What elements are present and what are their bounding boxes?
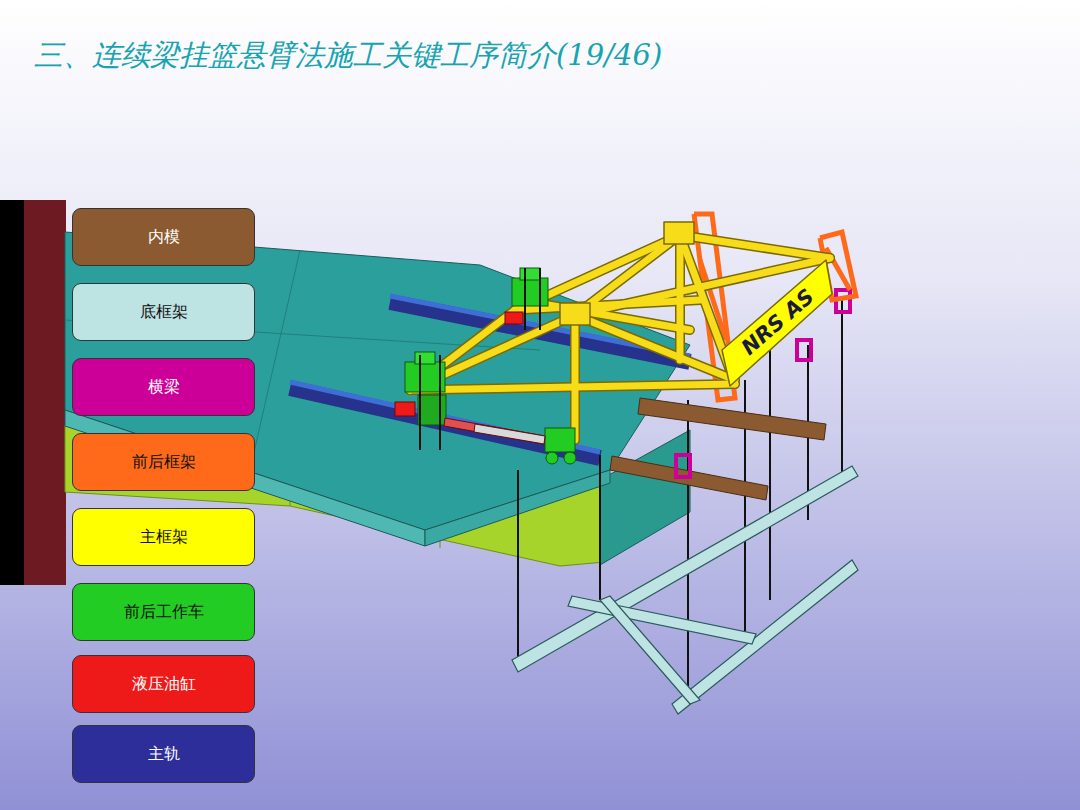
main-frame <box>410 222 832 440</box>
pier-edge-part <box>0 200 24 585</box>
hanging-rods-part <box>517 470 519 664</box>
work-car-part <box>564 452 576 464</box>
main-frame-part <box>664 222 694 244</box>
legend-swatch: 内模 <box>72 208 255 266</box>
legend-swatch: 主轨 <box>72 725 255 783</box>
work-car-part <box>539 268 541 330</box>
bottom-frame-part <box>568 596 756 644</box>
legend-text: 横梁 <box>148 377 180 398</box>
hydraulic-cylinder-part <box>474 424 545 444</box>
hanging-rods-part <box>841 300 843 480</box>
work-car-part <box>524 268 526 330</box>
hangers-part <box>676 455 690 477</box>
hanging-rods-part <box>599 455 601 600</box>
work-car-part <box>419 355 421 450</box>
bottom-frame <box>512 466 858 714</box>
main-rail-part <box>290 388 600 458</box>
main-frame-part <box>560 303 590 325</box>
work-car-part <box>512 278 548 306</box>
cross-beams <box>610 398 826 500</box>
legend-text: 前后框架 <box>132 452 196 473</box>
legend-swatch: 主框架 <box>72 508 255 566</box>
main-frame-part <box>722 260 832 386</box>
main-rail <box>290 296 690 458</box>
pier-edge <box>0 200 66 585</box>
main-frame-part-part <box>677 235 684 360</box>
work-car-part <box>439 355 441 450</box>
legend-swatch: 液压油缸 <box>72 655 255 713</box>
hangers-part <box>797 340 811 360</box>
bottom-frame-part <box>672 560 858 714</box>
pier-edge-part <box>24 200 66 585</box>
legend-text: 主框架 <box>140 527 188 548</box>
slide-title: 三、连续梁挂篮悬臂法施工关键工序简介(19/46) <box>34 36 662 76</box>
work-car <box>405 268 576 464</box>
bottom-frame-part <box>600 596 700 704</box>
cross-beams-part <box>638 398 826 440</box>
work-car-part <box>546 452 558 464</box>
legend-text: 底框架 <box>140 302 188 323</box>
legend-swatch: 前后工作车 <box>72 583 255 641</box>
main-frame-part <box>410 235 830 440</box>
legend-swatch: 底框架 <box>72 283 255 341</box>
legend-text: 内模 <box>148 227 180 248</box>
work-car-part <box>418 395 446 425</box>
work-car-part <box>415 352 435 364</box>
main-frame-part-part <box>570 315 580 440</box>
legend-swatch: 前后框架 <box>72 433 255 491</box>
hydraulic-cylinder <box>395 312 545 444</box>
hanging-rods-part <box>687 400 689 700</box>
bridge-deck <box>65 232 690 566</box>
hanging-rods-part <box>769 350 771 600</box>
legend-text: 前后工作车 <box>124 602 204 623</box>
hydraulic-cylinder-part <box>444 418 545 444</box>
cross-beams-part <box>610 456 768 500</box>
legend-text: 液压油缸 <box>132 674 196 695</box>
main-frame-part-part <box>572 315 579 440</box>
bottom-frame-part <box>512 466 858 672</box>
hydraulic-cylinder-part <box>395 402 415 416</box>
legend-text: 主轨 <box>148 744 180 765</box>
hydraulic-cylinder-part <box>505 312 523 324</box>
legend-swatch: 横梁 <box>72 358 255 416</box>
bridge-deck-part <box>250 250 300 470</box>
work-car-part <box>545 428 575 452</box>
main-frame-part <box>410 235 830 440</box>
work-car-part <box>520 268 540 280</box>
